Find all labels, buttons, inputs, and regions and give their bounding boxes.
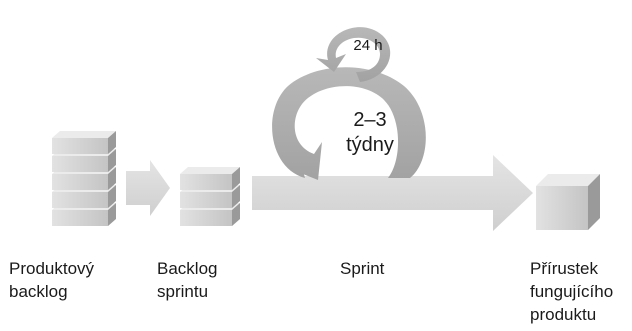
backlog-box [52,131,116,154]
product-backlog-label-line-1: Produktový [9,259,95,278]
sprint-duration-line-1: 2–3 [353,109,387,131]
sprint-backlog-label-line-1: Backlog [157,259,218,278]
sprint-duration-line-2: týdny [346,134,394,156]
sprint-duration-label: 2–3 týdny [330,108,410,158]
sprint-label: Sprint [340,257,384,280]
increment-label-line-2: fungujícího [530,282,614,301]
product-backlog-label: Produktový backlog [9,257,94,303]
daily-loop-label: 24 h [353,37,383,54]
backlog-to-sprint-arrow [126,160,170,216]
product-backlog-label-line-2: backlog [9,282,68,301]
increment-label: Přírustek fungujícího produktu [530,257,613,326]
sprint-backlog-stack [180,167,240,226]
increment-cube [536,174,600,230]
sprint-backlog-label: Backlog sprintu [157,257,217,303]
sprint-label-line-1: Sprint [340,259,385,278]
increment-label-line-3: produktu [530,305,597,324]
sprint-backlog-label-line-2: sprintu [157,282,209,301]
product-backlog-stack [52,131,116,226]
daily-loop [316,27,391,82]
sprint-box [180,167,240,190]
sprint-iteration-loop [272,67,426,180]
increment-label-line-1: Přírustek [530,259,599,278]
sprint-arrow [252,155,533,231]
